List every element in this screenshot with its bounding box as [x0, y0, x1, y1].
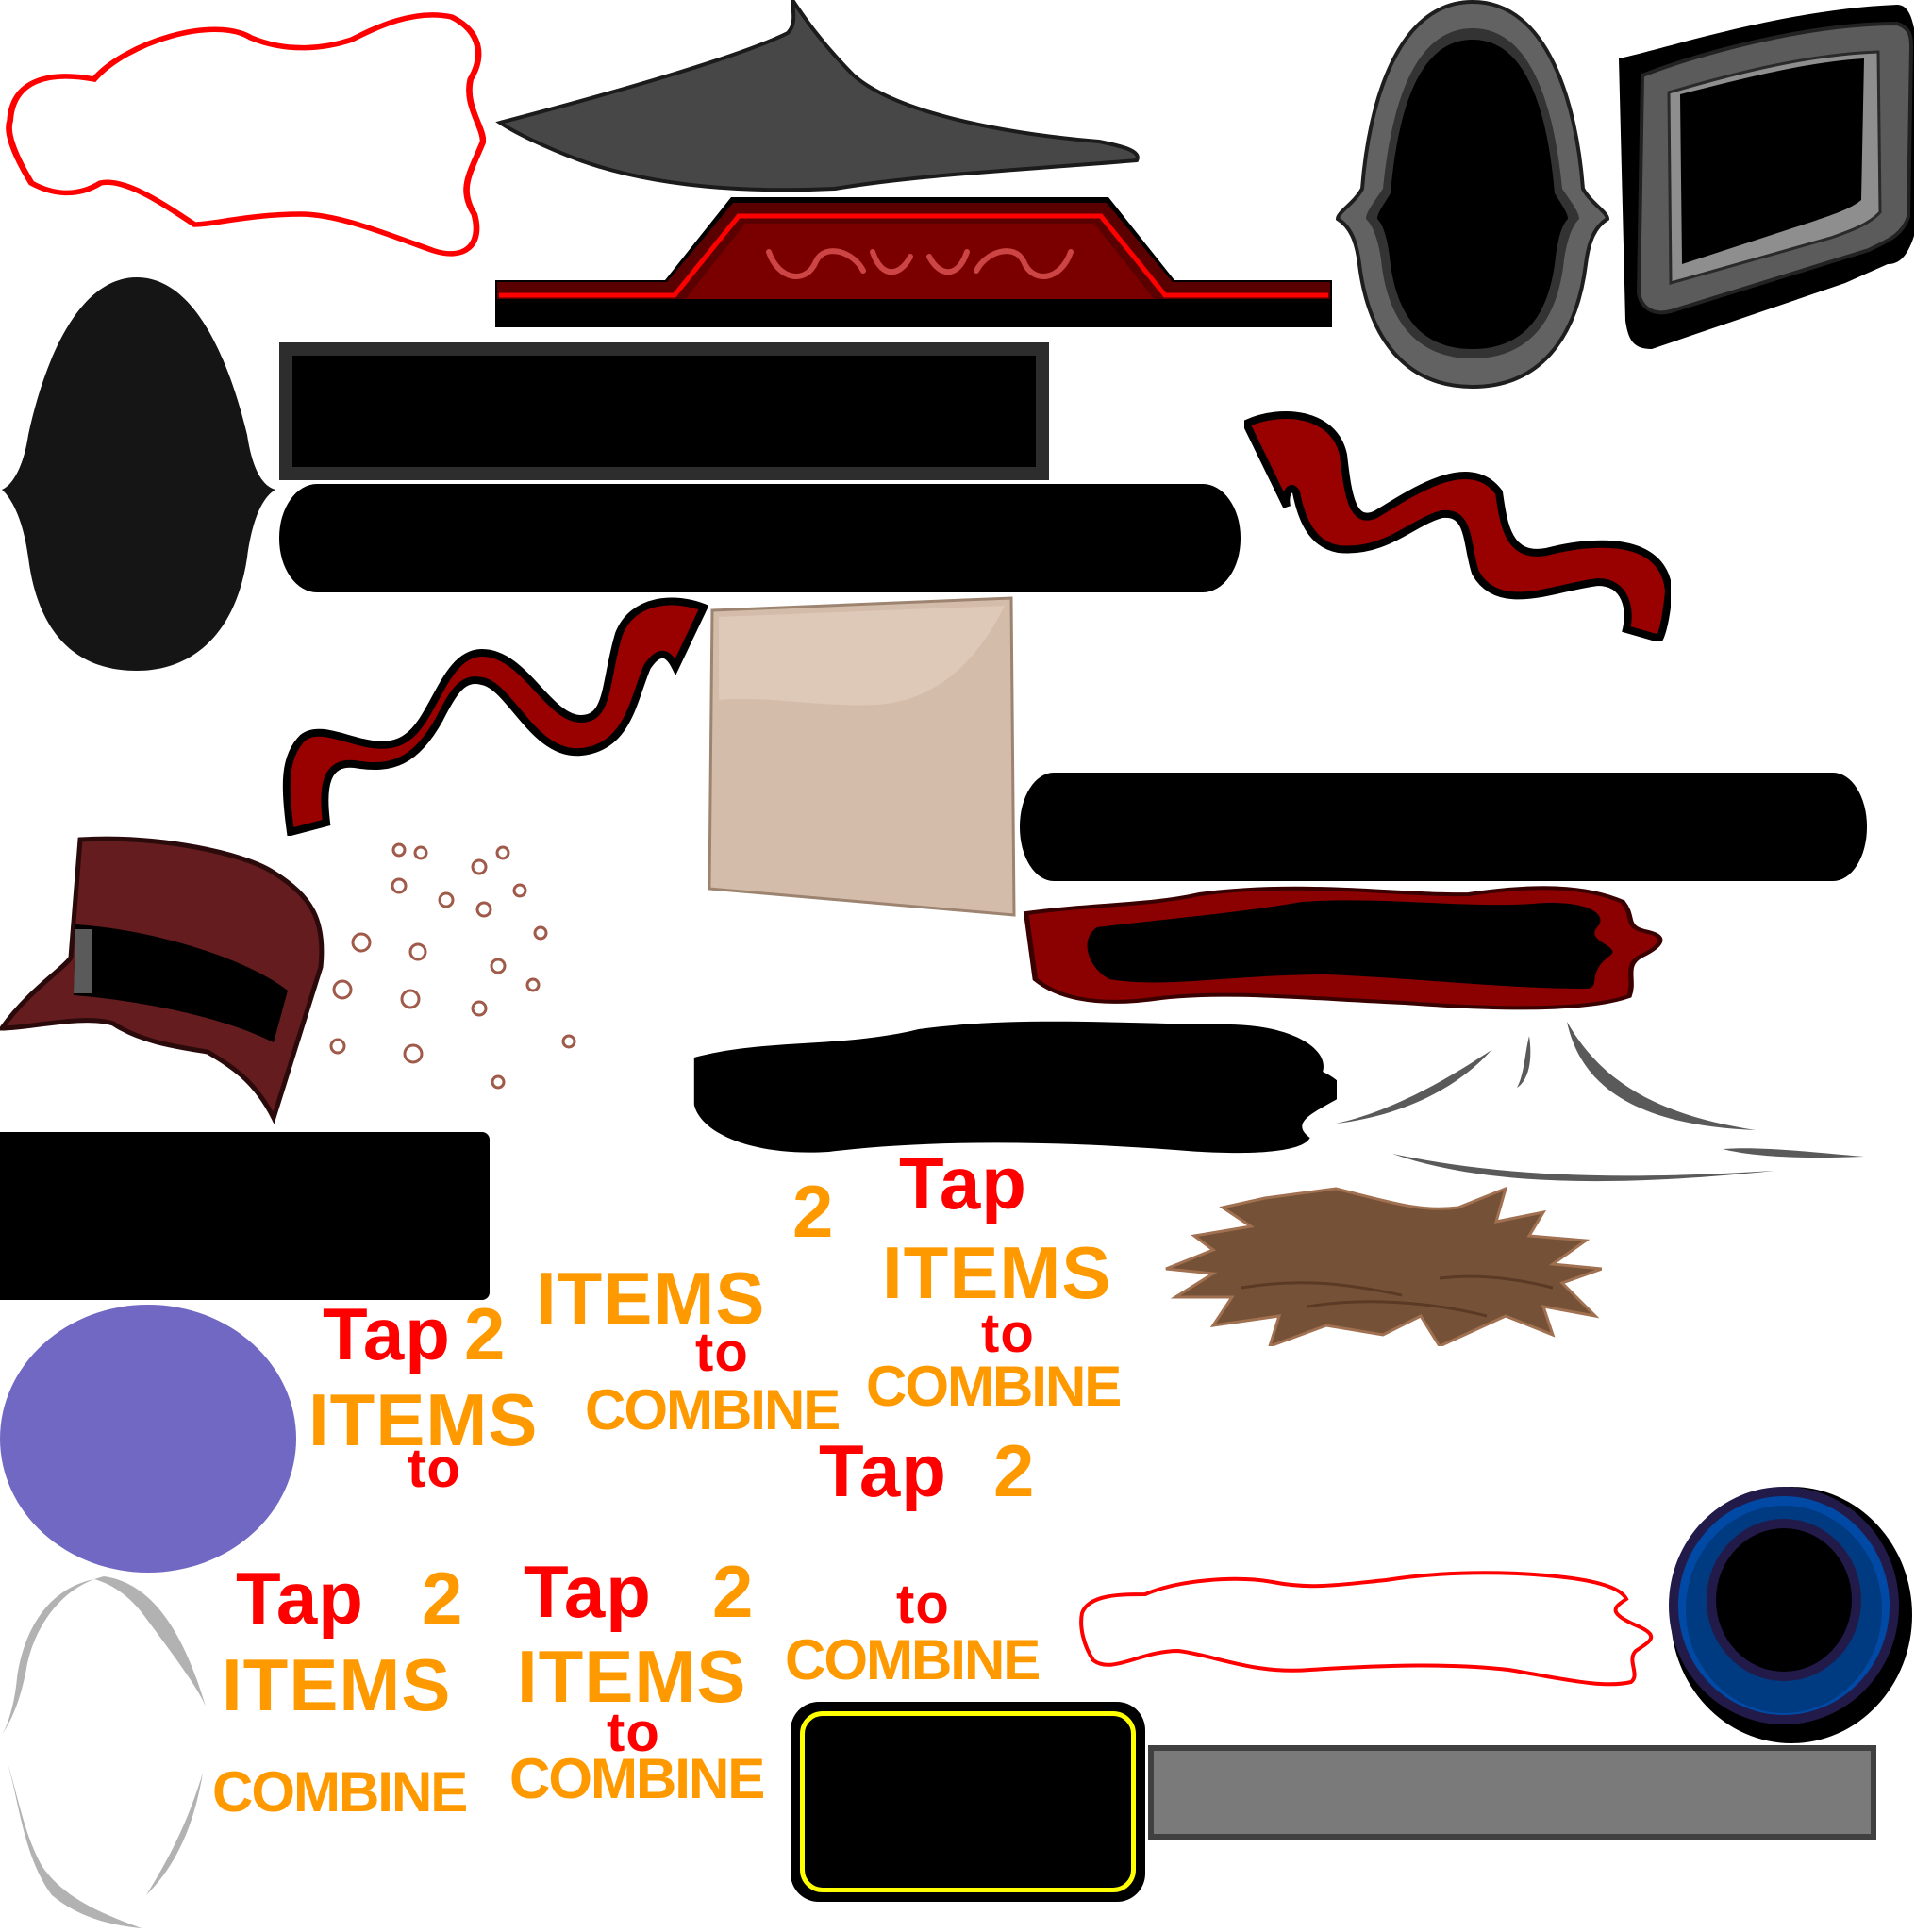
instruction-items: ITEMS [882, 1231, 1112, 1314]
brown-swirl-particles [329, 842, 576, 1090]
gray-motion-strokes [1336, 1022, 1864, 1182]
tan-paper-sheet [708, 596, 1016, 917]
red-ribbon-left [282, 597, 708, 836]
instruction-num: 2 [993, 1429, 1036, 1512]
instruction-tap: Tap [236, 1557, 364, 1640]
black-blob [693, 1021, 1337, 1154]
brown-fur-patch [1165, 1186, 1602, 1346]
instruction-items: ITEMS [308, 1378, 539, 1461]
instruction-num: 2 [792, 1170, 835, 1253]
instruction-combine: COMBINE [585, 1378, 841, 1441]
yellow-border-inner [800, 1711, 1136, 1892]
instruction-num: 2 [464, 1292, 507, 1375]
purple-ellipse [0, 1305, 296, 1573]
instruction-tap: Tap [819, 1429, 947, 1512]
instruction-combine: COMBINE [509, 1747, 765, 1810]
instruction-tap: Tap [524, 1550, 652, 1633]
gray-bar [1148, 1745, 1876, 1840]
black-pill-bar-2 [1020, 773, 1867, 881]
instruction-num: 2 [422, 1557, 464, 1640]
oval-gray-frame [1336, 0, 1609, 389]
instruction-combine: COMBINE [785, 1628, 1041, 1691]
instruction-items: ITEMS [517, 1635, 747, 1718]
instruction-to: to [607, 1702, 660, 1763]
maroon-top-hat [0, 836, 325, 1124]
yellow-border-box [791, 1702, 1145, 1902]
instruction-to: to [896, 1574, 950, 1635]
black-rect-panel [0, 1132, 490, 1300]
instruction-items: ITEMS [536, 1257, 766, 1340]
instruction-to: to [981, 1303, 1035, 1364]
black-shield-shape [2, 277, 275, 671]
instruction-to: to [695, 1322, 749, 1383]
instruction-combine: COMBINE [866, 1355, 1122, 1418]
gray-tent-canopy [495, 0, 1140, 192]
rect-gray-tv-frame [1619, 5, 1914, 349]
white-gray-bubble [2, 1576, 206, 1928]
red-cloud-outline-small [1079, 1571, 1654, 1687]
black-pill-bar [279, 484, 1241, 592]
instruction-tap: Tap [899, 1141, 1027, 1224]
red-ribbon-right [1244, 411, 1671, 641]
red-ornate-banner [495, 197, 1332, 327]
red-black-blob-frame [1023, 886, 1663, 1010]
instruction-tap: Tap [323, 1292, 451, 1375]
blue-ring-portal [1669, 1487, 1912, 1743]
instruction-num: 2 [712, 1550, 755, 1633]
instruction-items: ITEMS [222, 1643, 452, 1726]
instruction-combine: COMBINE [212, 1760, 468, 1824]
red-cloud-outline-large [6, 12, 486, 257]
dark-rect-panel [279, 342, 1049, 480]
instruction-to: to [408, 1438, 461, 1499]
